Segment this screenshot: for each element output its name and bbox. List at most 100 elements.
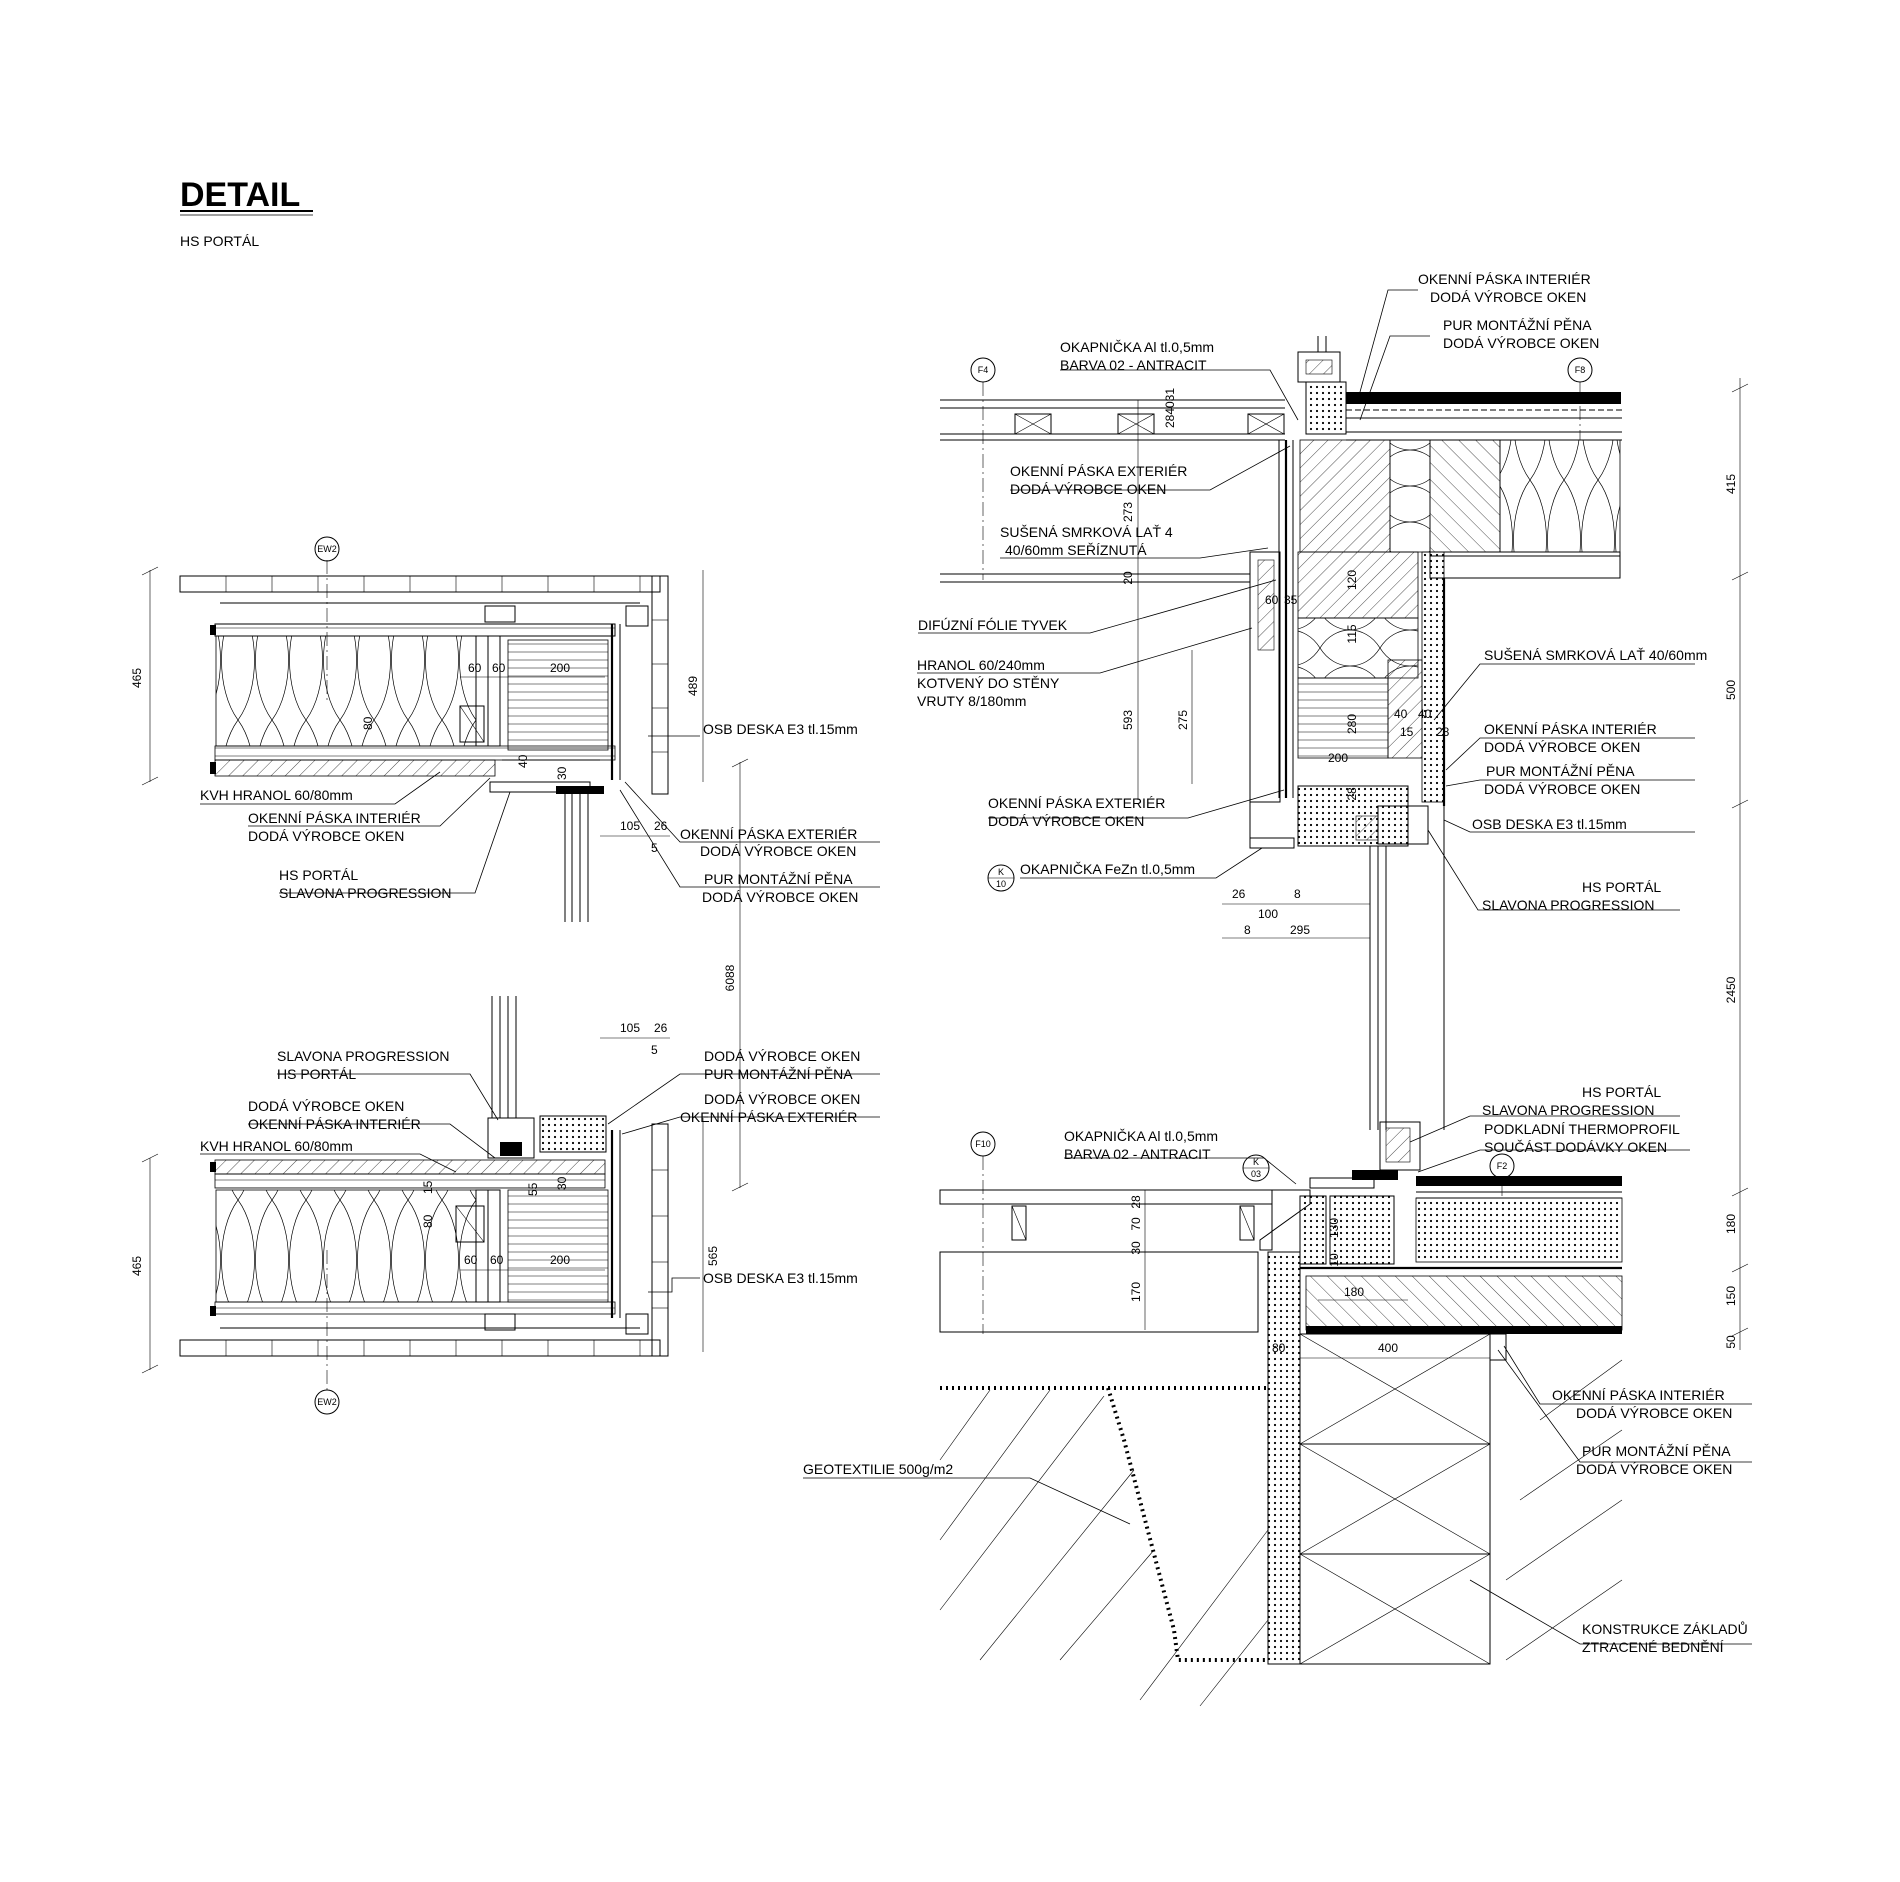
axis-tag-ew2-top: EW2 bbox=[317, 544, 337, 554]
label-tape-int-bottom-section-2: DODÁ VÝROBCE OKEN bbox=[1576, 1405, 1732, 1421]
section-mark-k10-k: K bbox=[998, 867, 1004, 877]
dim-465-top: 465 bbox=[130, 668, 144, 688]
dim-180-right: 180 bbox=[1724, 1214, 1738, 1234]
dim-415: 415 bbox=[1724, 474, 1738, 494]
axis-tag-f10: F10 bbox=[975, 1139, 991, 1149]
dim-565: 565 bbox=[706, 1246, 720, 1266]
dim-105-top: 105 bbox=[620, 819, 640, 833]
label-pur-bottom-section-2: DODÁ VÝROBCE OKEN bbox=[1576, 1461, 1732, 1477]
dim-30-top: 30 bbox=[555, 766, 569, 780]
axis-tag-f4: F4 bbox=[978, 365, 989, 375]
dim-275: 275 bbox=[1176, 710, 1190, 730]
dim-28-c: 28 bbox=[1129, 1195, 1143, 1209]
label-kvh-top: KVH HRANOL 60/80mm bbox=[200, 787, 353, 803]
dim-28-a: 28 bbox=[1345, 787, 1359, 801]
dim-10: 10 bbox=[1327, 1253, 1341, 1267]
dim-170: 170 bbox=[1129, 1282, 1143, 1302]
dim-60-section: 60 bbox=[1265, 593, 1279, 607]
dim-200-top: 200 bbox=[550, 661, 570, 675]
label-tape-int-mid-1: OKENNÍ PÁSKA INTERIÉR bbox=[1484, 721, 1657, 737]
page-title: DETAIL bbox=[180, 176, 300, 214]
page-subtitle: HS PORTÁL bbox=[180, 233, 259, 249]
dim-2450: 2450 bbox=[1724, 976, 1738, 1003]
label-pur-top-section-1: PUR MONTÁŽNÍ PĚNA bbox=[1443, 317, 1592, 333]
label-osb-bottom: OSB DESKA E3 tl.15mm bbox=[703, 1270, 858, 1286]
dim-105-bottom: 105 bbox=[620, 1021, 640, 1035]
geotextile-line bbox=[940, 1386, 1268, 1662]
label-pur-top-2: DODÁ VÝROBCE OKEN bbox=[702, 889, 858, 905]
axis-tag-ew2-bottom: EW2 bbox=[317, 1397, 337, 1407]
label-tape-ext-top-section-1: OKENNÍ PÁSKA EXTERIÉR bbox=[1010, 463, 1187, 479]
dim-15-bottom: 15 bbox=[421, 1180, 435, 1194]
dim-50: 50 bbox=[1724, 1335, 1738, 1349]
label-beam-1: HRANOL 60/240mm bbox=[917, 657, 1045, 673]
label-tape-int-top-section-1: OKENNÍ PÁSKA INTERIÉR bbox=[1418, 271, 1591, 287]
dim-120: 120 bbox=[1345, 570, 1359, 590]
label-tape-ext-bottom-2: OKENNÍ PÁSKA EXTERIÉR bbox=[680, 1109, 857, 1125]
label-pur-bottom-section-1: PUR MONTÁŽNÍ PĚNA bbox=[1582, 1443, 1731, 1459]
dim-40-top: 40 bbox=[516, 754, 530, 768]
dim-55: 55 bbox=[526, 1182, 540, 1196]
label-portal-bottom-2: HS PORTÁL bbox=[277, 1066, 356, 1082]
label-drip-top-2: BARVA 02 - ANTRACIT bbox=[1060, 357, 1207, 373]
label-batten-right: SUŠENÁ SMRKOVÁ LAŤ 40/60mm bbox=[1484, 647, 1707, 663]
section-mark-k03-n: 03 bbox=[1251, 1169, 1261, 1179]
label-beam-2: KOTVENÝ DO STĚNY bbox=[917, 675, 1060, 691]
label-pur-mid-1: PUR MONTÁŽNÍ PĚNA bbox=[1486, 763, 1635, 779]
dim-6088: 6088 bbox=[723, 964, 737, 991]
plan-detail-top: EW2 465 489 60 60 200 80 40 30 105 26 5 … bbox=[130, 536, 880, 922]
label-tape-ext-mid-1: OKENNÍ PÁSKA EXTERIÉR bbox=[988, 795, 1165, 811]
label-pur-top-section-2: DODÁ VÝROBCE OKEN bbox=[1443, 335, 1599, 351]
dim-70: 70 bbox=[1129, 1217, 1143, 1231]
dim-5-top: 5 bbox=[651, 841, 658, 855]
label-tape-ext-top-2: DODÁ VÝROBCE OKEN bbox=[700, 843, 856, 859]
label-beam-3: VRUTY 8/180mm bbox=[917, 693, 1026, 709]
section-mark-k10-n: 10 bbox=[996, 879, 1006, 889]
label-tape-int-top-2: DODÁ VÝROBCE OKEN bbox=[248, 828, 404, 844]
label-osb-top: OSB DESKA E3 tl.15mm bbox=[703, 721, 858, 737]
label-tape-int-mid-2: DODÁ VÝROBCE OKEN bbox=[1484, 739, 1640, 755]
dim-200-section: 200 bbox=[1328, 751, 1348, 765]
mineral-wool-bottom bbox=[215, 1189, 477, 1303]
section-detail: F4 F8 F10 F2 K 10 K 03 415 500 2450 180 … bbox=[803, 271, 1752, 1707]
dim-200-bottom: 200 bbox=[550, 1253, 570, 1267]
label-tape-int-top-section-2: DODÁ VÝROBCE OKEN bbox=[1430, 289, 1586, 305]
label-drip-fezn: OKAPNIČKA FeZn tl.0,5mm bbox=[1020, 861, 1195, 877]
label-osb-section: OSB DESKA E3 tl.15mm bbox=[1472, 816, 1627, 832]
section-mark-k03-k: K bbox=[1253, 1157, 1259, 1167]
plan-detail-bottom: EW2 465 565 105 26 5 55 30 80 15 60 60 2… bbox=[130, 996, 880, 1415]
dim-60-c: 60 bbox=[464, 1253, 478, 1267]
label-tape-int-top-1: OKENNÍ PÁSKA INTERIÉR bbox=[248, 810, 421, 826]
dim-8-b: 8 bbox=[1244, 923, 1251, 937]
dim-30-section: 30 bbox=[1129, 1241, 1143, 1255]
dim-80-top: 80 bbox=[361, 716, 375, 730]
label-portal-bottom-section-3: PODKLADNÍ THERMOPROFIL bbox=[1484, 1121, 1680, 1137]
dim-40-b: 40 bbox=[1418, 707, 1432, 721]
dim-280: 280 bbox=[1345, 714, 1359, 734]
label-tape-int-bottom-2: OKENNÍ PÁSKA INTERIÉR bbox=[248, 1116, 421, 1132]
dim-35: 35 bbox=[1284, 593, 1298, 607]
label-batten-section-1: SUŠENÁ SMRKOVÁ LAŤ 4 bbox=[1000, 524, 1173, 540]
dim-180-section: 180 bbox=[1344, 1285, 1364, 1299]
label-portal-bottom-section-1: HS PORTÁL bbox=[1582, 1084, 1661, 1100]
label-batten-section-2: 40/60mm SEŘÍZNUTÁ bbox=[1005, 542, 1147, 558]
label-tape-int-bottom-1: DODÁ VÝROBCE OKEN bbox=[248, 1098, 404, 1114]
label-drip-bottom-2: BARVA 02 - ANTRACIT bbox=[1064, 1146, 1211, 1162]
dim-80-section: 80 bbox=[1272, 1341, 1286, 1355]
dim-15-section: 15 bbox=[1400, 725, 1414, 739]
dim-60-b: 60 bbox=[492, 661, 506, 675]
label-foundation-1: KONSTRUKCE ZÁKLADŮ bbox=[1582, 1620, 1748, 1637]
cladding-boards-bottom bbox=[179, 1123, 669, 1357]
label-foundation-2: ZTRACENÉ BEDNĚNÍ bbox=[1582, 1639, 1724, 1655]
label-tape-int-bottom-section-1: OKENNÍ PÁSKA INTERIÉR bbox=[1552, 1387, 1725, 1403]
label-portal-bottom-1: SLAVONA PROGRESSION bbox=[277, 1048, 449, 1064]
label-portal-top-1: HS PORTÁL bbox=[279, 867, 358, 883]
dim-115: 115 bbox=[1345, 624, 1359, 643]
label-tape-ext-bottom-1: DODÁ VÝROBCE OKEN bbox=[704, 1091, 860, 1107]
label-drip-top-1: OKAPNIČKA Al tl.0,5mm bbox=[1060, 339, 1214, 355]
dim-28-b: 28 bbox=[1436, 725, 1450, 739]
dim-60-a: 60 bbox=[468, 661, 482, 675]
label-portal-bottom-section-4: SOUČÁST DODÁVKY OKEN bbox=[1484, 1139, 1667, 1155]
axis-tag-f8: F8 bbox=[1575, 365, 1586, 375]
label-pur-top-1: PUR MONTÁŽNÍ PĚNA bbox=[704, 871, 853, 887]
